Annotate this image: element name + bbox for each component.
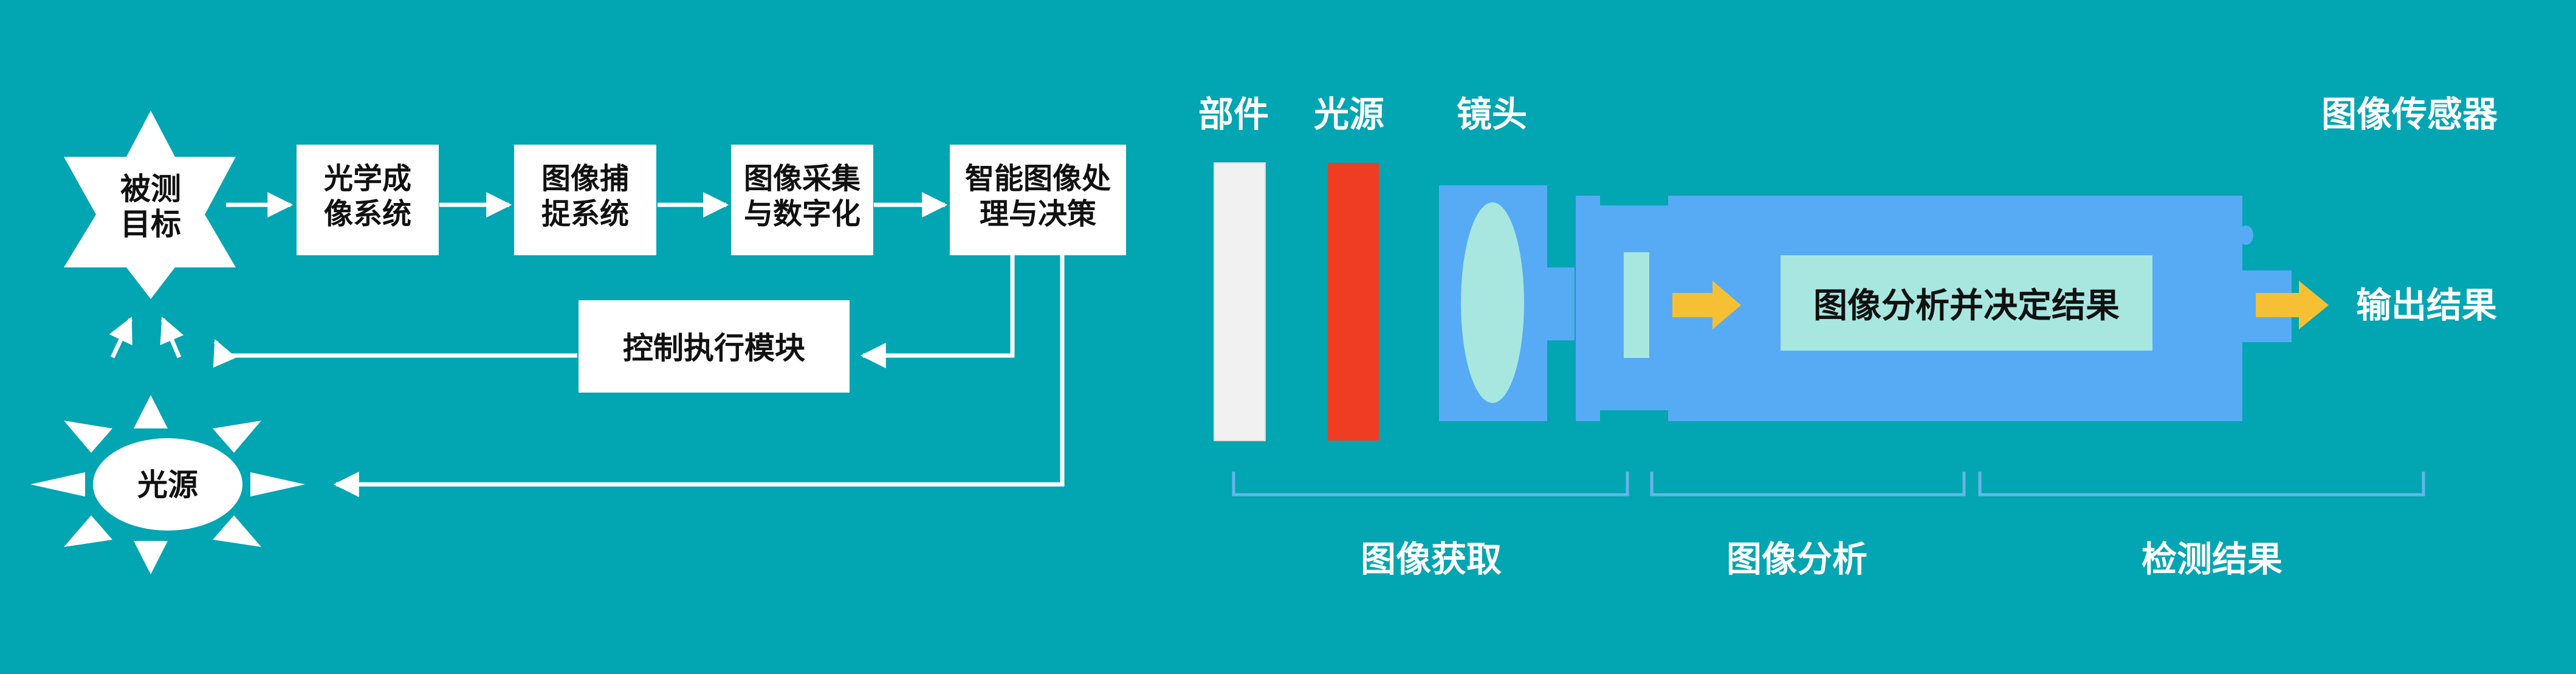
target-label-line1: 被测 [120,171,181,207]
label-light: 光源 [1314,94,1384,135]
bracket-acquisition [1232,472,1629,497]
step-label-line2: 理与决策 [980,197,1096,231]
connector-control-target [213,339,577,368]
top-labels: 部件 光源 镜头 图像传感器 [1198,94,2498,135]
sun-ray-right [250,472,305,497]
label-sensor: 图像传感器 [2321,94,2498,135]
step-label-line2: 捉系统 [541,197,629,231]
sun-ray-left [30,472,85,497]
target-star-shape [64,111,236,299]
control-box [579,300,850,393]
bracket-analysis [1650,472,1966,497]
sun-ray-top-right [213,421,261,453]
part-block [1214,162,1266,441]
light-ray-2 [160,317,184,359]
step-label-line1: 光学成 [324,162,411,196]
analysis-box: 图像分析并决定结果 [1781,255,2152,351]
label-lens: 镜头 [1457,94,1527,135]
light-source-label: 光源 [137,467,198,503]
light-ray-1 [109,317,133,359]
target-label-line2: 目标 [120,207,181,242]
bracket-result [1978,472,2425,497]
label-part: 部件 [1198,94,1269,135]
stage-labels: 图像获取 图像分析 检测结果 [1361,538,2282,580]
lens-neck [1547,267,1575,340]
stage-label-analysis: 图像分析 [1726,538,1867,580]
stage-brackets [1232,472,2425,497]
sun-ray-bottom [134,541,168,574]
step-label-line2: 像系统 [324,197,411,231]
sun-ray-bottom-right [213,515,261,547]
step-label-line1: 智能图像处 [965,162,1111,196]
target-node: 被测 目标 [64,111,236,299]
connector-process-light [333,255,1065,497]
analysis-box-rect [1781,255,2152,351]
camera-nub [2239,225,2253,245]
sun-ray-top-left [64,421,112,453]
step-label-line2: 与数字化 [744,197,860,231]
connector-process-control [860,255,1015,368]
step-label-line1: 图像捕 [541,162,629,196]
step-box [731,145,873,255]
light-source-ellipse [93,438,242,531]
yellow-arrow-to-analysis [1672,281,1741,329]
step-label-line1: 图像采集 [744,162,860,196]
lens-element [1461,202,1524,403]
step-image-capture: 图像捕 捉系统 [514,145,656,255]
step-intelligent-processing: 智能图像处 理与决策 [950,145,1126,255]
step-optical-imaging: 光学成 像系统 [297,145,439,255]
step-acquisition-digitization: 图像采集 与数字化 [731,145,873,255]
stage-label-result: 检测结果 [2142,538,2282,580]
analysis-box-label: 图像分析并决定结果 [1813,286,2120,326]
yellow-arrow-to-output [2256,281,2329,329]
flow-connectors [109,192,1065,497]
control-module: 控制执行模块 [579,300,850,393]
light-source-node: 光源 [30,395,305,574]
stage-label-acquisition: 图像获取 [1361,538,1502,580]
sun-ray-bottom-left [64,515,112,547]
step-box [514,145,656,255]
light-source-bar [1328,163,1379,441]
step-box [950,145,1126,255]
sun-ray-top [134,395,168,428]
output-label: 输出结果 [2356,284,2497,326]
image-sensor [1624,252,1649,358]
control-label: 控制执行模块 [623,331,805,366]
step-box [297,145,439,255]
